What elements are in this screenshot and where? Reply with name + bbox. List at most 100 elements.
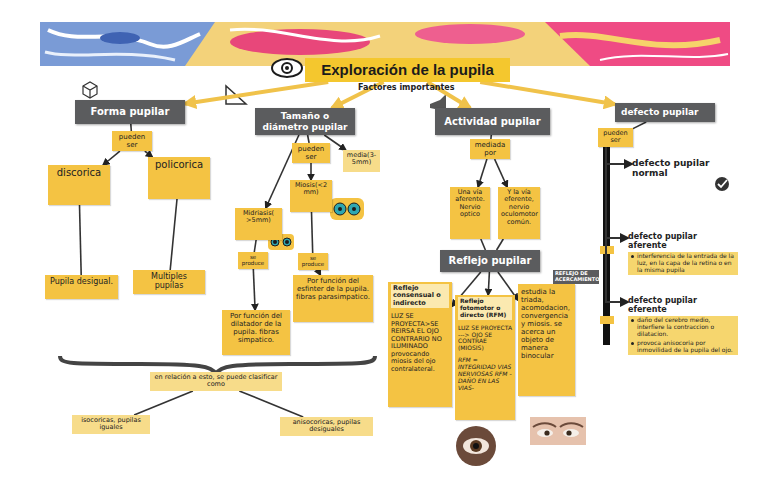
eyes-photo [537, 429, 553, 437]
annotation: Factores importantes [358, 83, 455, 92]
node-body: LUZ SE PROYECTA>SE REIRSA EL OJO CONTRAR… [391, 313, 449, 373]
check-icon [718, 180, 727, 187]
node-heading: Exploración de la pupila [321, 61, 494, 78]
cube-icon [83, 86, 97, 98]
connector [254, 240, 256, 252]
cartoon-eyes [334, 203, 346, 215]
connector [478, 159, 487, 187]
node-heading: defecto pupilar eferente [628, 296, 738, 314]
node-heading: se produce [241, 254, 265, 267]
note-box: en relación a esto, se puede clasificar … [150, 372, 282, 391]
category-box: defecto pupilar [615, 103, 715, 122]
eyes-photo [560, 423, 583, 427]
node-heading: Por función del esfinter de la pupila. f… [296, 277, 370, 301]
category-box: Actividad pupilar [435, 108, 550, 135]
note-box: Multiples pupilas [133, 270, 205, 294]
marble-banner [45, 52, 175, 60]
check-icon [715, 177, 729, 191]
node-heading: mediada por [473, 141, 507, 157]
node-heading: Miosis(<2 mm) [293, 182, 329, 197]
node-heading: pueden ser [115, 133, 149, 149]
note-box: Reflejo consensual o indirectoLUZ SE PRO… [388, 282, 452, 407]
defect-box: defecto pupilar eferentedaño del cerebro… [628, 296, 738, 355]
eye-icon [272, 59, 302, 77]
connector [606, 147, 628, 302]
timeline-bar [600, 316, 614, 324]
note-box: pueden ser [598, 128, 633, 147]
node-heading: Pupila desigual. [48, 277, 115, 286]
node-heading: Multiples pupilas [136, 272, 202, 290]
note-box: pueden ser [292, 143, 330, 163]
eye-icon [272, 59, 302, 77]
note-box: se produce [298, 253, 328, 270]
note-box: discorica [48, 165, 110, 205]
eyes-photo [566, 430, 571, 435]
connector [606, 147, 628, 238]
connector [310, 163, 312, 180]
connector [312, 212, 313, 253]
cartoon-eyes [330, 198, 364, 220]
node-heading: pueden ser [601, 130, 630, 145]
category-box: Reflejo pupilar [440, 250, 540, 272]
check-icon [715, 177, 729, 191]
node-heading: Reflejo pupilar [449, 255, 532, 267]
note-box: mediada por [470, 139, 510, 159]
connector [134, 391, 193, 415]
eyes-photo [530, 417, 586, 445]
cartoon-eyes [338, 207, 342, 211]
node-body: LUZ SE PROYECTA ---> OJO SE CONTRAE (MIO… [458, 325, 512, 353]
node-heading: discorica [51, 167, 107, 179]
node-heading: Forma pupilar [91, 106, 170, 118]
node-heading: Reflejo fotomotor o directo (RFM) [458, 297, 512, 320]
eye-icon [282, 63, 292, 73]
note-box: Una vía aferente. Nervio optico [450, 187, 490, 239]
category-box: Tamaño o diámetro pupilar [255, 108, 355, 135]
node-heading: Y la vía eferente, nervio oculomotor com… [501, 189, 537, 226]
node-body: estudia la triada, acomodacion, converge… [521, 288, 572, 360]
node-heading: Tamaño o diámetro pupilar [258, 111, 352, 132]
marble-banner [230, 29, 380, 41]
connector [633, 122, 646, 129]
connector [481, 239, 486, 250]
marble-banner [100, 32, 140, 44]
category-box: Forma pupilar [75, 100, 185, 124]
node-heading: defecto pupilar aferente [628, 232, 738, 250]
pupil-photo [473, 443, 479, 449]
marble-banner [40, 22, 215, 66]
pupil-photo [463, 438, 489, 454]
node-heading: se produce [301, 255, 325, 268]
connector [185, 82, 328, 104]
pupil-photo [456, 426, 496, 466]
node-heading: Una vía aferente. Nervio optico [453, 189, 487, 219]
note-box: policorica [148, 157, 210, 199]
eyes-photo [563, 429, 579, 437]
note-box: Y la vía eferente, nervio oculomotor com… [498, 187, 540, 239]
note-box: Por función del esfinter de la pupila. f… [293, 275, 373, 322]
cartoon-eyes [273, 240, 277, 244]
marble-banner [415, 24, 525, 44]
defect-box: defecto pupilar aferente interferencia de… [628, 232, 738, 280]
pupil-photo [456, 426, 496, 466]
text-node: defecto pupilar normal [632, 158, 742, 179]
cartoon-eyes [283, 238, 291, 246]
connector [606, 147, 632, 164]
note-box: Por función del dilatador de la pupila. … [222, 310, 290, 355]
note-box: pueden ser [112, 131, 152, 151]
note-box: Reflejo fotomotor o directo (RFM) LUZ SE … [455, 295, 515, 420]
pupil-photo [470, 440, 482, 452]
connector [308, 135, 310, 143]
connector [103, 151, 120, 165]
node-heading: Por función del dilatador de la pupila. … [225, 312, 287, 344]
note-box: REFLEJO DE ACERCAMIENTOestudia la triada… [518, 284, 575, 396]
title-box: Exploración de la pupila [305, 58, 510, 82]
note-box: anisocoricas, pupilas desiguales [280, 417, 373, 436]
node-body: interferencia de la entrada de la luz, e… [628, 252, 738, 275]
note-box: se produce [238, 252, 268, 269]
connector [480, 82, 615, 104]
cartoon-eyes [348, 203, 360, 215]
note-box: isocoricas, pupilas iguales [72, 415, 150, 434]
node-heading: defecto pupilar normal [632, 158, 742, 179]
node-heading: defecto pupilar [621, 107, 699, 117]
